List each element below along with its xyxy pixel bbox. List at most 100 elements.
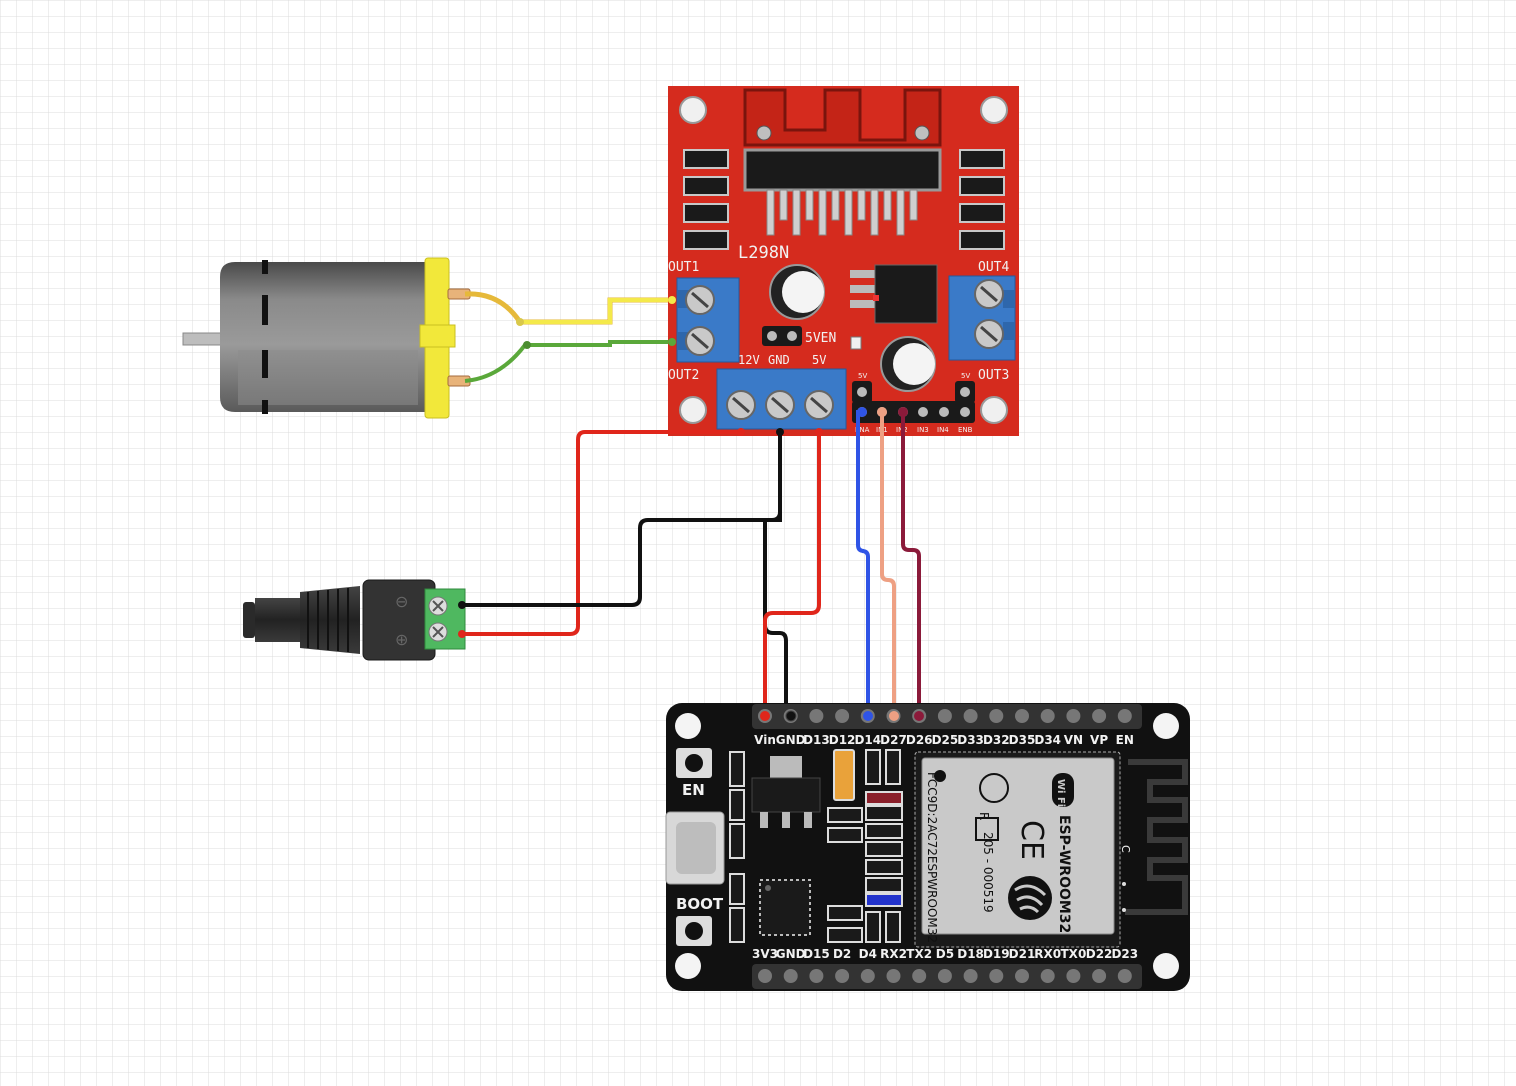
out3-label: OUT3 [978, 368, 1009, 383]
module-fcc-id: FCC9D:2AC72ESPWROOM32 [925, 772, 939, 943]
wire-salmon-in1[interactable] [880, 412, 896, 716]
5ven-label: 5VEN [805, 331, 836, 346]
pin-ena-label: ENA [855, 426, 870, 434]
jack-minus-symbol: ⊖ [395, 592, 408, 611]
esp32-pin-tx0[interactable] [1066, 969, 1081, 983]
driver-title: L298N [738, 243, 789, 263]
esp32-pin-d35[interactable] [1015, 709, 1029, 723]
smd-components [729, 749, 903, 943]
esp32-pin-label-d18: D18 [957, 947, 984, 961]
usb-port[interactable] [665, 811, 725, 885]
esp32-pin-rx0[interactable] [1040, 969, 1055, 983]
esp32-pin-label-d22: D22 [1086, 947, 1113, 961]
esp32-pin-label-d15: D15 [803, 947, 830, 961]
esp32-pin-d15[interactable] [809, 969, 824, 983]
esp32-pin-label-gnd: GND [776, 947, 806, 961]
esp-wroom32-module: ESP-WROOM32 Wi Fi FCC9D:2AC72ESPWROOM32 … [914, 751, 1121, 948]
esp32-pin-d32[interactable] [989, 709, 1004, 723]
esp32-pin-d23[interactable] [1117, 969, 1132, 983]
esp32-pin-label-d12: D12 [829, 733, 856, 747]
esp32-pin-3v3[interactable] [758, 969, 772, 983]
module-cert-number: 205 - 000519 [981, 832, 995, 913]
esp32-pin-d25[interactable] [937, 709, 952, 723]
dc-barrel-jack[interactable]: ⊖ ⊕ [243, 579, 466, 661]
wire-green-motor[interactable] [464, 340, 672, 383]
pin-in4-label: IN4 [937, 426, 949, 434]
esp32-pin-label-d14: D14 [854, 733, 881, 747]
esp32-pin-label-d27: D27 [880, 733, 907, 747]
esp32-pin-label-d2: D2 [833, 947, 851, 961]
jack-plus-symbol: ⊕ [395, 630, 408, 649]
terminal-power[interactable] [716, 368, 847, 430]
antenna-c-label: C [1119, 845, 1132, 853]
wire-blue-ena[interactable] [856, 410, 870, 716]
usb-chip [759, 879, 811, 936]
esp32-pin-tx2[interactable] [912, 969, 927, 983]
power-gnd-label: GND [768, 353, 790, 367]
esp32-pin-vp[interactable] [1092, 709, 1107, 723]
esp32-pin-label-tx2: TX2 [906, 947, 932, 961]
capacitor-1 [769, 264, 825, 320]
esp32-regulator [751, 756, 821, 828]
esp32-bottom-header[interactable] [758, 969, 1132, 983]
esp32-pin-label-3v3: 3V3 [752, 947, 778, 961]
wifi-logo: Wi Fi [1055, 779, 1066, 807]
esp32-pin-d2[interactable] [835, 969, 850, 983]
out4-label: OUT4 [978, 260, 1009, 275]
esp32-pin-label-d34: D34 [1034, 733, 1061, 747]
power-12v-label: 12V [738, 353, 760, 367]
r-mark: R [977, 812, 991, 820]
esp32-pin-d13[interactable] [809, 709, 824, 723]
esp32-pin-label-d35: D35 [1009, 733, 1036, 747]
esp32-pin-d18[interactable] [963, 969, 978, 983]
module-name: ESP-WROOM32 [1056, 815, 1072, 933]
esp32-pin-label-d5: D5 [936, 947, 954, 961]
esp32-pin-label-d21: D21 [1009, 947, 1036, 961]
5ven-jumper[interactable] [762, 326, 802, 346]
esp32-pin-d5[interactable] [937, 969, 952, 983]
esp32-pin-d33[interactable] [963, 709, 978, 723]
esp32-pin-label-d23: D23 [1111, 947, 1138, 961]
esp32-pin-rx2[interactable] [886, 969, 901, 983]
esp32-pin-d4[interactable] [860, 969, 875, 983]
esp32-top-header[interactable] [758, 709, 1132, 723]
boot-button[interactable] [676, 916, 712, 946]
pin-enb-label: ENB [958, 426, 973, 434]
wire-maroon-in2[interactable] [901, 412, 921, 716]
pcb-antenna [1125, 759, 1188, 915]
terminal-out1-out2[interactable] [676, 277, 740, 363]
esp32-pin-label-d13: D13 [803, 733, 830, 747]
esp32-pin-d19[interactable] [989, 969, 1004, 983]
esp32-pin-en[interactable] [1117, 709, 1132, 723]
esp32-pin-gnd[interactable] [783, 969, 798, 983]
wire-red-5v[interactable] [763, 432, 821, 716]
terminal-out3-out4[interactable] [948, 275, 1016, 361]
en-button[interactable] [676, 748, 712, 778]
esp32-pin-label-vin: Vin [754, 733, 776, 747]
esp32-pin-d21[interactable] [1015, 969, 1029, 983]
out1-label: OUT1 [668, 260, 699, 275]
l298n-driver[interactable]: L298N 5VEN OUT1 OUT2 OUT3 OUT4 [668, 86, 1019, 436]
heatsink [743, 88, 942, 236]
header-5v-right-label: 5V [961, 372, 970, 380]
dc-motor[interactable] [182, 257, 471, 419]
out2-label: OUT2 [668, 368, 699, 383]
diodes [683, 149, 1005, 250]
esp32-pin-label-d32: D32 [983, 733, 1010, 747]
pin-in3-label: IN3 [917, 426, 929, 434]
esp32-pin-label-tx0: TX0 [1061, 947, 1087, 961]
esp32-pin-label-rx0: RX0 [1034, 947, 1061, 961]
voltage-regulator [850, 264, 938, 324]
esp32-pin-d22[interactable] [1092, 969, 1107, 983]
esp32-pin-vn[interactable] [1066, 709, 1081, 723]
esp32-pin-label-vn: VN [1064, 733, 1083, 747]
wire-red-12v[interactable] [462, 430, 741, 636]
esp32-pin-label-en: EN [1116, 733, 1134, 747]
esp32-pin-label-d25: D25 [932, 733, 959, 747]
esp32-pin-d12[interactable] [835, 709, 850, 723]
esp32-pin-d34[interactable] [1040, 709, 1055, 723]
